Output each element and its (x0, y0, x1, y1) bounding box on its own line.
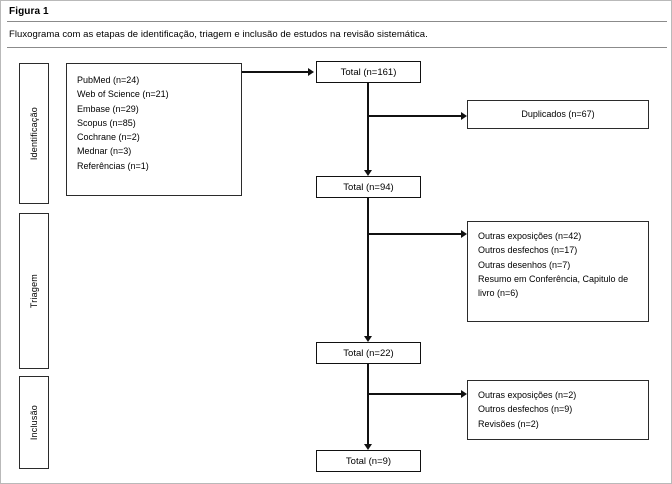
phase-label-triagem: Triagem (19, 213, 49, 369)
duplicates-box: Duplicados (n=67) (467, 100, 649, 129)
phase-label-identificacao-text: Identificação (29, 106, 39, 161)
eligibility-exclusion-line: Outras exposições (n=2) (478, 390, 577, 400)
source-line: Cochrane (n=2) (77, 132, 140, 143)
source-line: Web of Science (n=21) (77, 89, 169, 100)
total-eligible-label: Total (n=22) (343, 347, 394, 359)
eligibility-exclusion-line: Outros desfechos (n=9) (478, 404, 573, 415)
caption-divider-top (7, 21, 667, 22)
connector-screened-to-excluded (367, 233, 462, 235)
phase-label-triagem-text: Triagem (29, 273, 39, 309)
screening-exclusion-line: Resumo em Conferência, Capitulo de livro… (478, 273, 629, 299)
arrowhead-identified-to-duplicates (461, 112, 467, 120)
total-identified-box: Total (n=161) (316, 61, 421, 83)
total-included-box: Total (n=9) (316, 450, 421, 472)
sources-box: PubMed (n=24) Web of Science (n=21) Emba… (66, 63, 242, 196)
arrowhead-eligible-to-excluded (461, 390, 467, 398)
arrowhead-screened-to-excluded (461, 230, 467, 238)
screening-exclusion-line: Outras exposições (n=42) (478, 231, 582, 241)
figure-caption-text: Fluxograma com as etapas de identificaçã… (9, 29, 428, 40)
caption-divider-bottom (7, 47, 667, 48)
connector-screened-trunk (367, 198, 369, 339)
arrowhead-identified-to-screened (364, 170, 372, 176)
phase-label-identificacao: Identificação (19, 63, 49, 204)
total-included-label: Total (n=9) (345, 455, 392, 467)
eligibility-exclusions-box: Outras exposições (n=2) Outros desfechos… (467, 380, 649, 440)
arrowhead-sources-to-identified (308, 68, 314, 76)
source-line: Scopus (n=85) (77, 117, 136, 128)
source-line: PubMed (n=24) (77, 75, 140, 85)
duplicates-label: Duplicados (n=67) (521, 109, 595, 119)
total-eligible-box: Total (n=22) (316, 342, 421, 364)
source-line: Embase (n=29) (77, 103, 139, 114)
source-line: Referências (n=1) (77, 160, 149, 171)
phase-label-inclusao: Inclusão (19, 376, 49, 469)
figure-title: Figura 1 (9, 6, 49, 17)
arrowhead-screened-to-eligible (364, 336, 372, 342)
connector-identified-trunk (367, 83, 369, 173)
figure-caption-block: Figura 1 Fluxograma com as etapas de ide… (1, 1, 671, 48)
connector-eligible-trunk (367, 364, 369, 447)
screening-exclusion-line: Outras desenhos (n=7) (478, 259, 571, 270)
total-screened-label: Total (n=94) (343, 181, 394, 193)
screening-exclusion-line: Outros desfechos (n=17) (478, 245, 578, 256)
source-line: Mednar (n=3) (77, 146, 132, 157)
connector-eligible-to-excluded (367, 393, 462, 395)
total-screened-box: Total (n=94) (316, 176, 421, 198)
connector-identified-to-duplicates (367, 115, 462, 117)
eligibility-exclusion-line: Revisões (n=2) (478, 418, 539, 429)
total-identified-label: Total (n=161) (340, 66, 397, 78)
screening-exclusions-box: Outras exposições (n=42) Outros desfecho… (467, 221, 649, 322)
connector-sources-to-identified (242, 71, 308, 73)
phase-label-inclusao-text: Inclusão (29, 404, 39, 441)
arrowhead-eligible-to-included (364, 444, 372, 450)
